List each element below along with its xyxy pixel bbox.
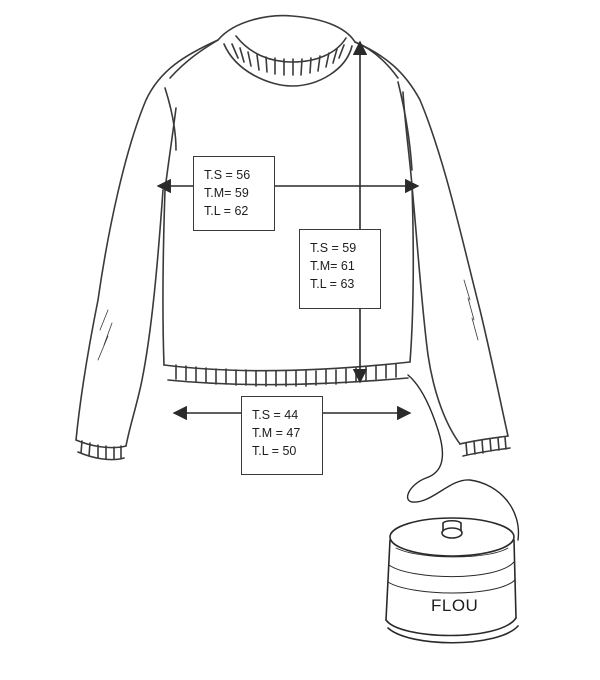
chest-size-m: T.M= 59 — [204, 186, 249, 200]
hem-size-l: T.L = 50 — [252, 444, 297, 458]
body-length-label: T.S = 59 T.M= 61 T.L = 63 — [299, 229, 381, 309]
length-size-s: T.S = 59 — [310, 241, 357, 255]
sweater-sketch-icon — [75, 14, 511, 461]
length-size-m: T.M= 61 — [310, 259, 355, 273]
hem-width-label: T.S = 44 T.M = 47 T.L = 50 — [241, 396, 323, 475]
yarn-cone-icon — [385, 517, 519, 644]
length-size-l: T.L = 63 — [310, 277, 355, 291]
yarn-brand-label: FLOU — [431, 596, 479, 615]
chest-size-l: T.L = 62 — [204, 204, 249, 218]
hem-size-s: T.S = 44 — [252, 408, 299, 422]
yarn-strand — [407, 374, 520, 541]
hem-size-m: T.M = 47 — [252, 426, 301, 440]
chest-width-label: T.S = 56 T.M= 59 T.L = 62 — [193, 156, 275, 231]
chest-size-s: T.S = 56 — [204, 168, 251, 182]
